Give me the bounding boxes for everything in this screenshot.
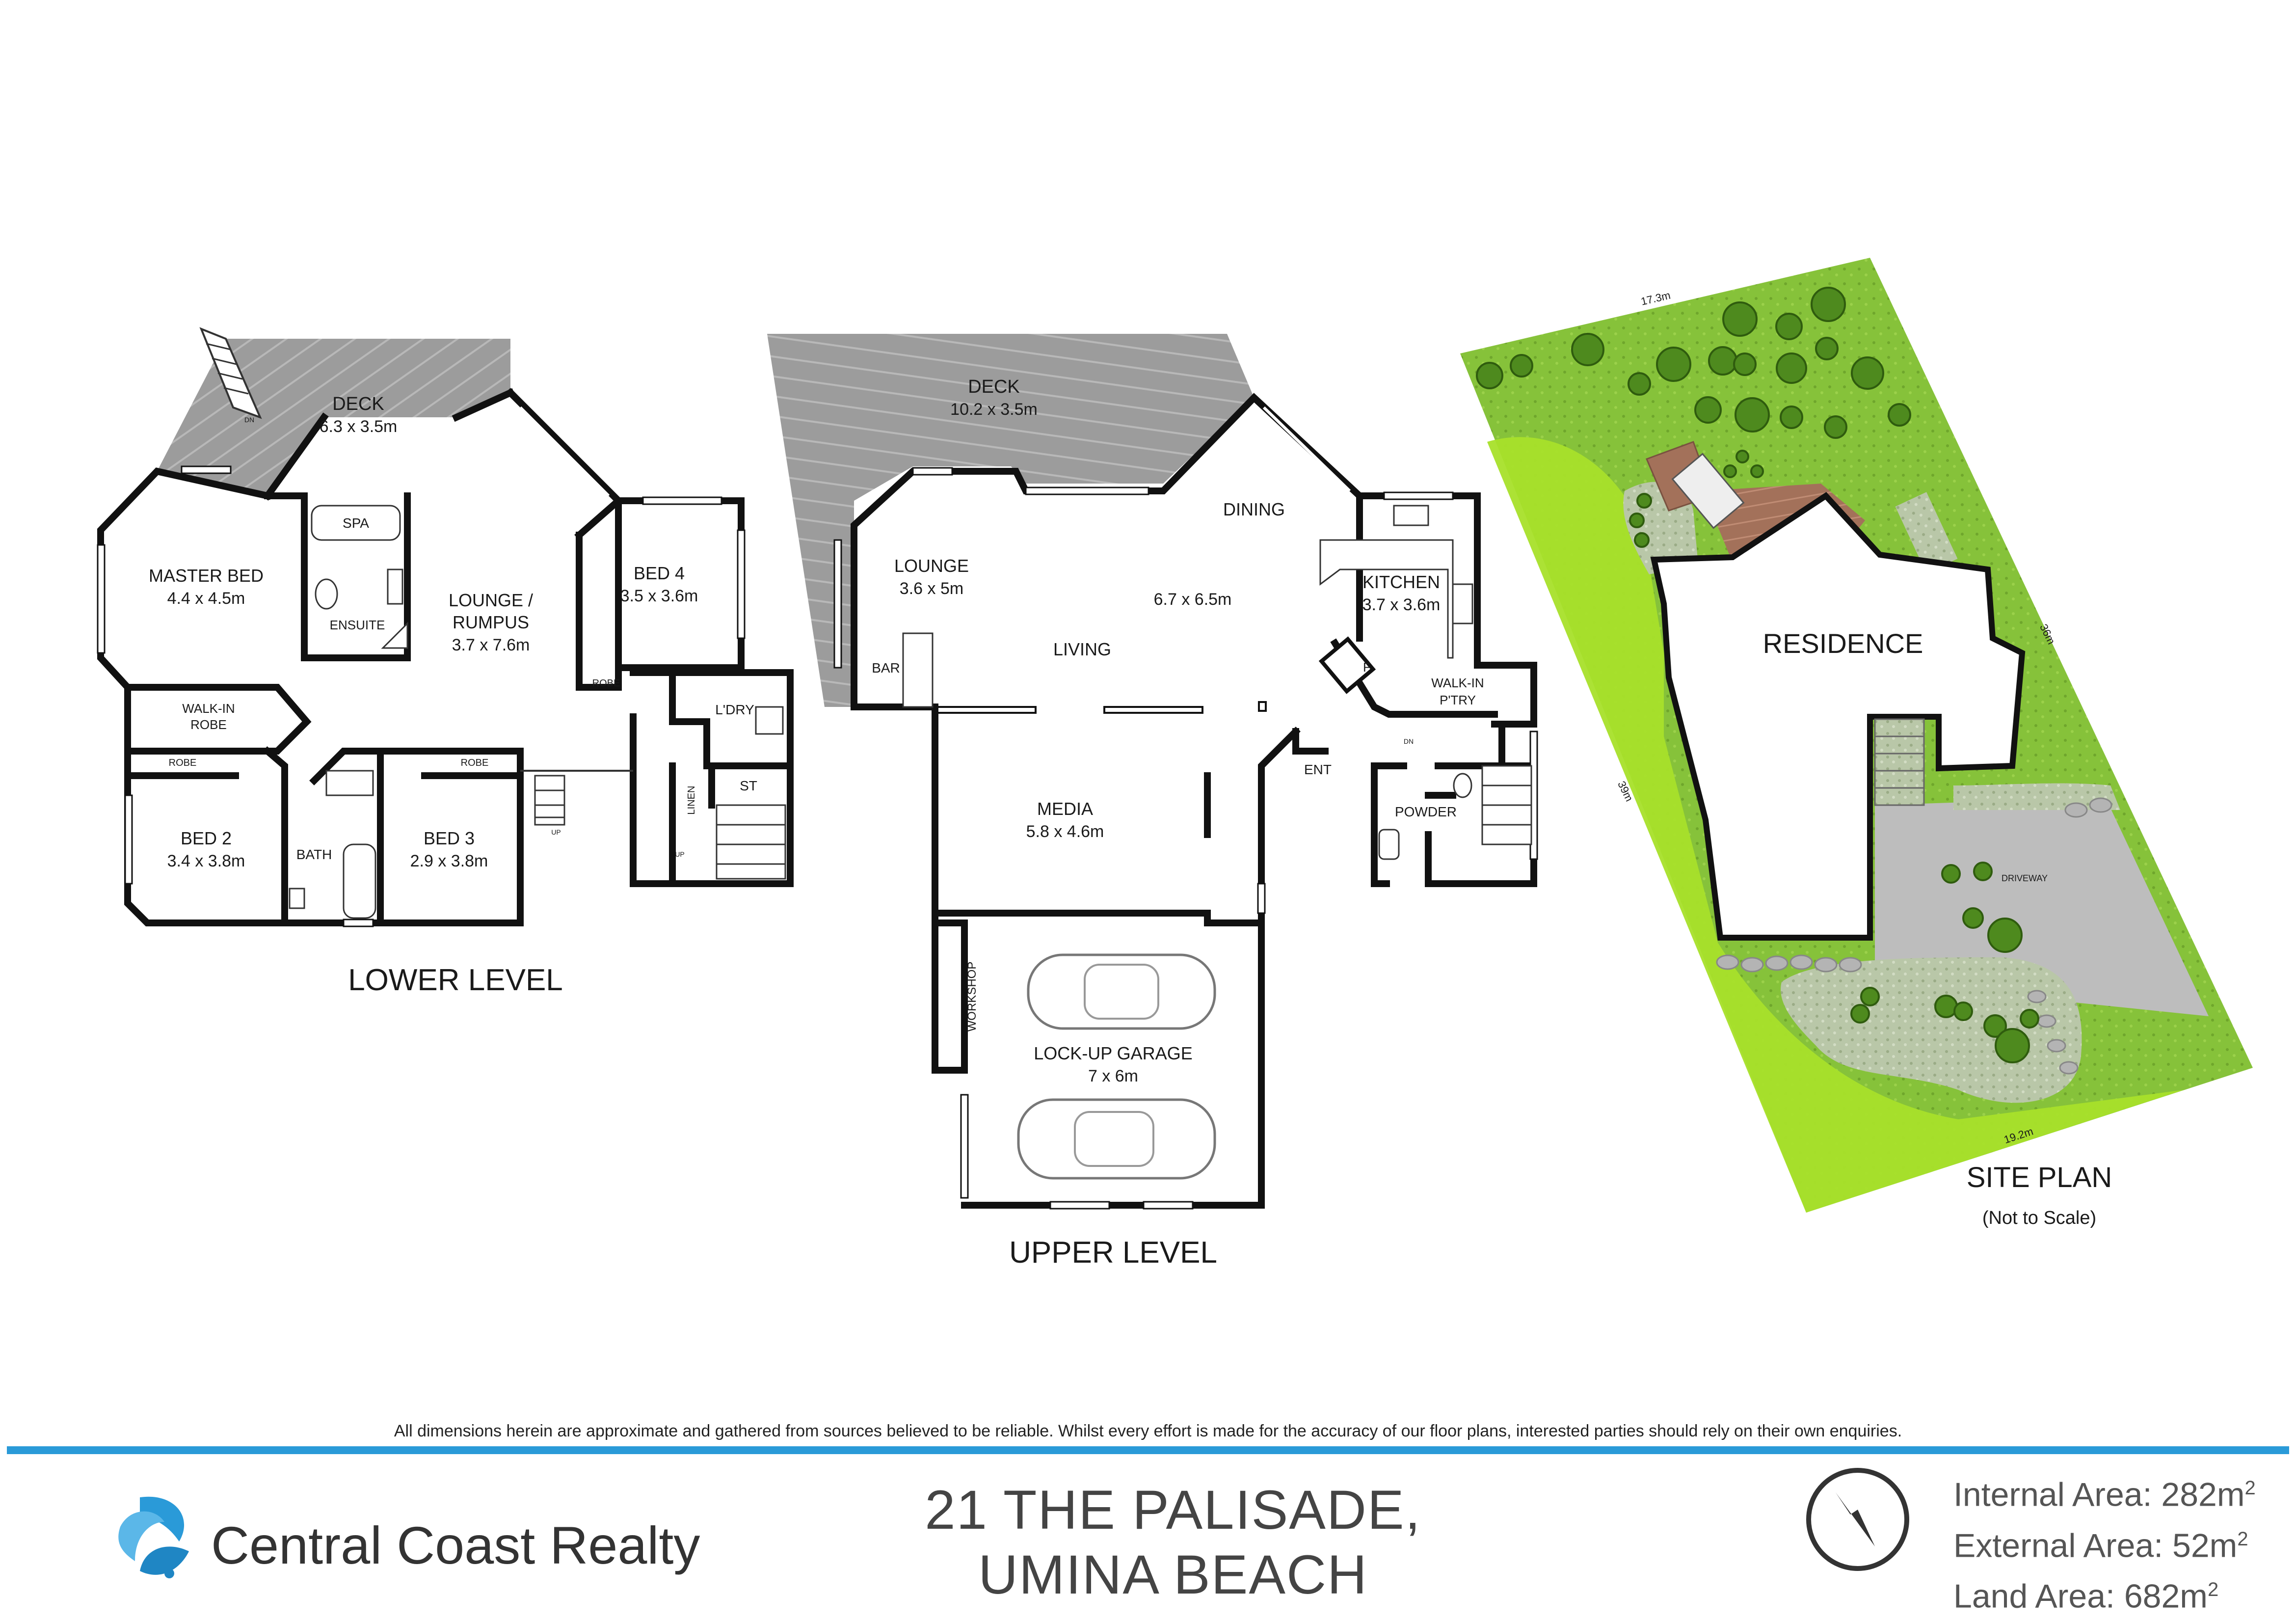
garage-car-bottom: [1017, 1098, 1216, 1180]
walkin-pantry-label-1: WALK-IN: [1431, 676, 1484, 690]
site-garden-steps: [1874, 718, 1925, 806]
upper-lounge-label: LOUNGE: [894, 556, 969, 576]
garage-car-top: [1027, 953, 1216, 1030]
internal-area: Internal Area: 282m2: [1953, 1476, 2256, 1514]
site-rocks: [1716, 797, 2112, 1075]
kitchen-size: 3.7 x 3.6m: [1362, 595, 1441, 614]
kitchen-label: KITCHEN: [1362, 572, 1440, 592]
north-arrow-icon: [1806, 1468, 1909, 1571]
deck-dn-label: DN: [244, 416, 254, 424]
laundry-label: L'DRY: [715, 702, 754, 717]
bed3-label: BED 3: [424, 828, 475, 848]
site-trees: [1476, 287, 2039, 1063]
spa-label: SPA: [343, 515, 369, 531]
lower-deck: [157, 339, 510, 496]
lower-level-title: LOWER LEVEL: [348, 963, 563, 997]
site-plan-note: (Not to Scale): [1982, 1208, 2096, 1228]
site-residence: [1650, 492, 2026, 941]
upper-deck: [767, 334, 1254, 707]
disclaimer-text: All dimensions herein are approximate an…: [394, 1422, 1902, 1440]
site-lawn: [1487, 437, 2184, 1213]
garage-size: 7 x 6m: [1088, 1067, 1138, 1085]
media-size: 5.8 x 4.6m: [1026, 822, 1104, 841]
living-label: LIVING: [1053, 639, 1111, 659]
footer-divider: [7, 1446, 2289, 1454]
lower-up-label: UP: [551, 828, 561, 836]
lower-level-plan: DECK 6.3 x 3.5m SPA MASTER BED 4.4 x 4.5…: [97, 327, 794, 997]
residence-label: RESIDENCE: [1763, 628, 1923, 659]
robe-label-bed4: ROBE: [592, 678, 620, 689]
master-bed-size: 4.4 x 4.5m: [167, 589, 245, 608]
property-address: 21 THE PALISADE, UMINA BEACH: [923, 1478, 1423, 1607]
upper-level-plan: DECK 10.2 x 3.5m LOUNGE 3.6 x 5m DINING …: [767, 334, 1538, 1270]
laundry-up-label: UP: [675, 850, 684, 858]
walkin-robe-label-2: ROBE: [190, 717, 227, 732]
dining-label: DINING: [1223, 499, 1285, 519]
lower-deck-size: 6.3 x 3.5m: [320, 417, 398, 436]
site-garden-front: [1781, 957, 2082, 1103]
lower-deck-label: DECK: [332, 394, 384, 414]
robe-label-bed3: ROBE: [461, 757, 489, 768]
garage-label: LOCK-UP GARAGE: [1034, 1043, 1192, 1063]
laundry-stair: [716, 804, 786, 880]
master-bed-label: MASTER BED: [149, 566, 264, 586]
area-summary: Internal Area: 282m2 External Area: 52m2…: [1953, 1466, 2256, 1619]
bed2-size: 3.4 x 3.8m: [167, 852, 245, 870]
site-plan-title: SITE PLAN: [1967, 1162, 2112, 1193]
lounge-rumpus-label-1: LOUNGE /: [449, 590, 533, 610]
bed4-label: BED 4: [634, 563, 685, 583]
bath-label: BATH: [296, 847, 332, 862]
upper-dn-label: DN: [1404, 737, 1414, 745]
bed2-label: BED 2: [181, 828, 232, 848]
land-area: Land Area: 682m2: [1953, 1577, 2219, 1615]
site-dim-top: 17.3m: [1640, 289, 1672, 308]
floor-plan-drawing: DECK 6.3 x 3.5m SPA MASTER BED 4.4 x 4.5…: [97, 258, 2253, 1270]
fridge-label: F: [1363, 660, 1371, 675]
upper-deck-label: DECK: [968, 377, 1020, 397]
bar-label: BAR: [872, 660, 900, 676]
external-area: External Area: 52m2: [1953, 1527, 2248, 1565]
ensuite-label: ENSUITE: [330, 618, 385, 632]
site-plan: 17.3m 36m 39m 19.2m RESIDENCE DRIVEWAY S…: [1460, 258, 2253, 1228]
lower-stair: [520, 770, 633, 826]
upper-stair: [1481, 765, 1532, 845]
walkin-pantry-label-2: P'TRY: [1440, 693, 1476, 707]
upper-level-title: UPPER LEVEL: [1009, 1236, 1217, 1270]
address-line-2: UMINA BEACH: [978, 1544, 1368, 1605]
powder-label: POWDER: [1395, 804, 1457, 819]
address-line-1: 21 THE PALISADE,: [925, 1479, 1421, 1541]
lounge-rumpus-label-2: RUMPUS: [453, 612, 529, 632]
living-size: 6.7 x 6.5m: [1154, 590, 1232, 609]
st-label: ST: [740, 778, 757, 793]
lounge-rumpus-size: 3.7 x 7.6m: [452, 636, 530, 654]
driveway-label: DRIVEWAY: [2002, 873, 2048, 883]
bed4-size: 3.5 x 3.6m: [620, 587, 698, 605]
deck-stair: [199, 327, 262, 419]
upper-lounge-size: 3.6 x 5m: [900, 579, 963, 598]
brand-logo-icon: [118, 1496, 189, 1578]
walkin-robe-label-1: WALK-IN: [182, 701, 235, 716]
robe-label-bed2: ROBE: [169, 757, 197, 768]
upper-deck-size: 10.2 x 3.5m: [950, 400, 1038, 419]
media-label: MEDIA: [1037, 799, 1093, 819]
brand-name: Central Coast Realty: [211, 1515, 700, 1575]
workshop-label: WORKSHOP: [965, 962, 979, 1032]
bed3-size: 2.9 x 3.8m: [410, 852, 488, 870]
ent-label: ENT: [1304, 762, 1332, 777]
linen-label: LINEN: [686, 786, 697, 815]
